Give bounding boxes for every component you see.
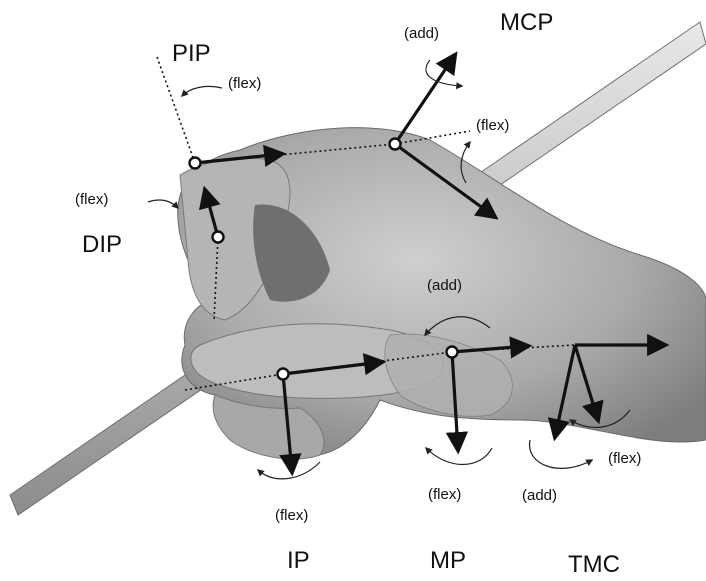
mcp-add-label: (add) [404, 25, 439, 42]
tmc-label: TMC [568, 551, 620, 578]
mcp-flex-label: (flex) [476, 117, 509, 134]
pip-flex-arc [182, 86, 222, 96]
dip-flex-label: (flex) [75, 191, 108, 208]
hand-photo [10, 22, 706, 515]
mp-add-label: (add) [427, 277, 462, 294]
pip-flex-label: (flex) [228, 75, 261, 92]
mp-label: MP [430, 547, 466, 574]
ip-flex-arc [258, 462, 320, 479]
ip-label: IP [287, 547, 310, 574]
dip-joint-marker [213, 232, 224, 243]
tmc-add-arc [530, 440, 592, 468]
ip-joint-marker [278, 369, 289, 380]
dip-label: DIP [82, 231, 122, 258]
mcp-joint-marker [390, 139, 401, 150]
tmc-add-label: (add) [522, 487, 557, 504]
mp-flex-arc [426, 448, 492, 465]
pip-joint-marker [190, 158, 201, 169]
ip-flex-label: (flex) [275, 507, 308, 524]
mp-flex-label: (flex) [428, 486, 461, 503]
mcp-add-axis-arrow [395, 55, 455, 144]
mp-joint-marker [447, 347, 458, 358]
tmc-flex-label: (flex) [608, 450, 641, 467]
pip-reference-line [157, 57, 195, 163]
pip-label: PIP [172, 40, 211, 67]
mcp-label: MCP [500, 9, 553, 36]
dip-flex-arc [148, 200, 178, 208]
